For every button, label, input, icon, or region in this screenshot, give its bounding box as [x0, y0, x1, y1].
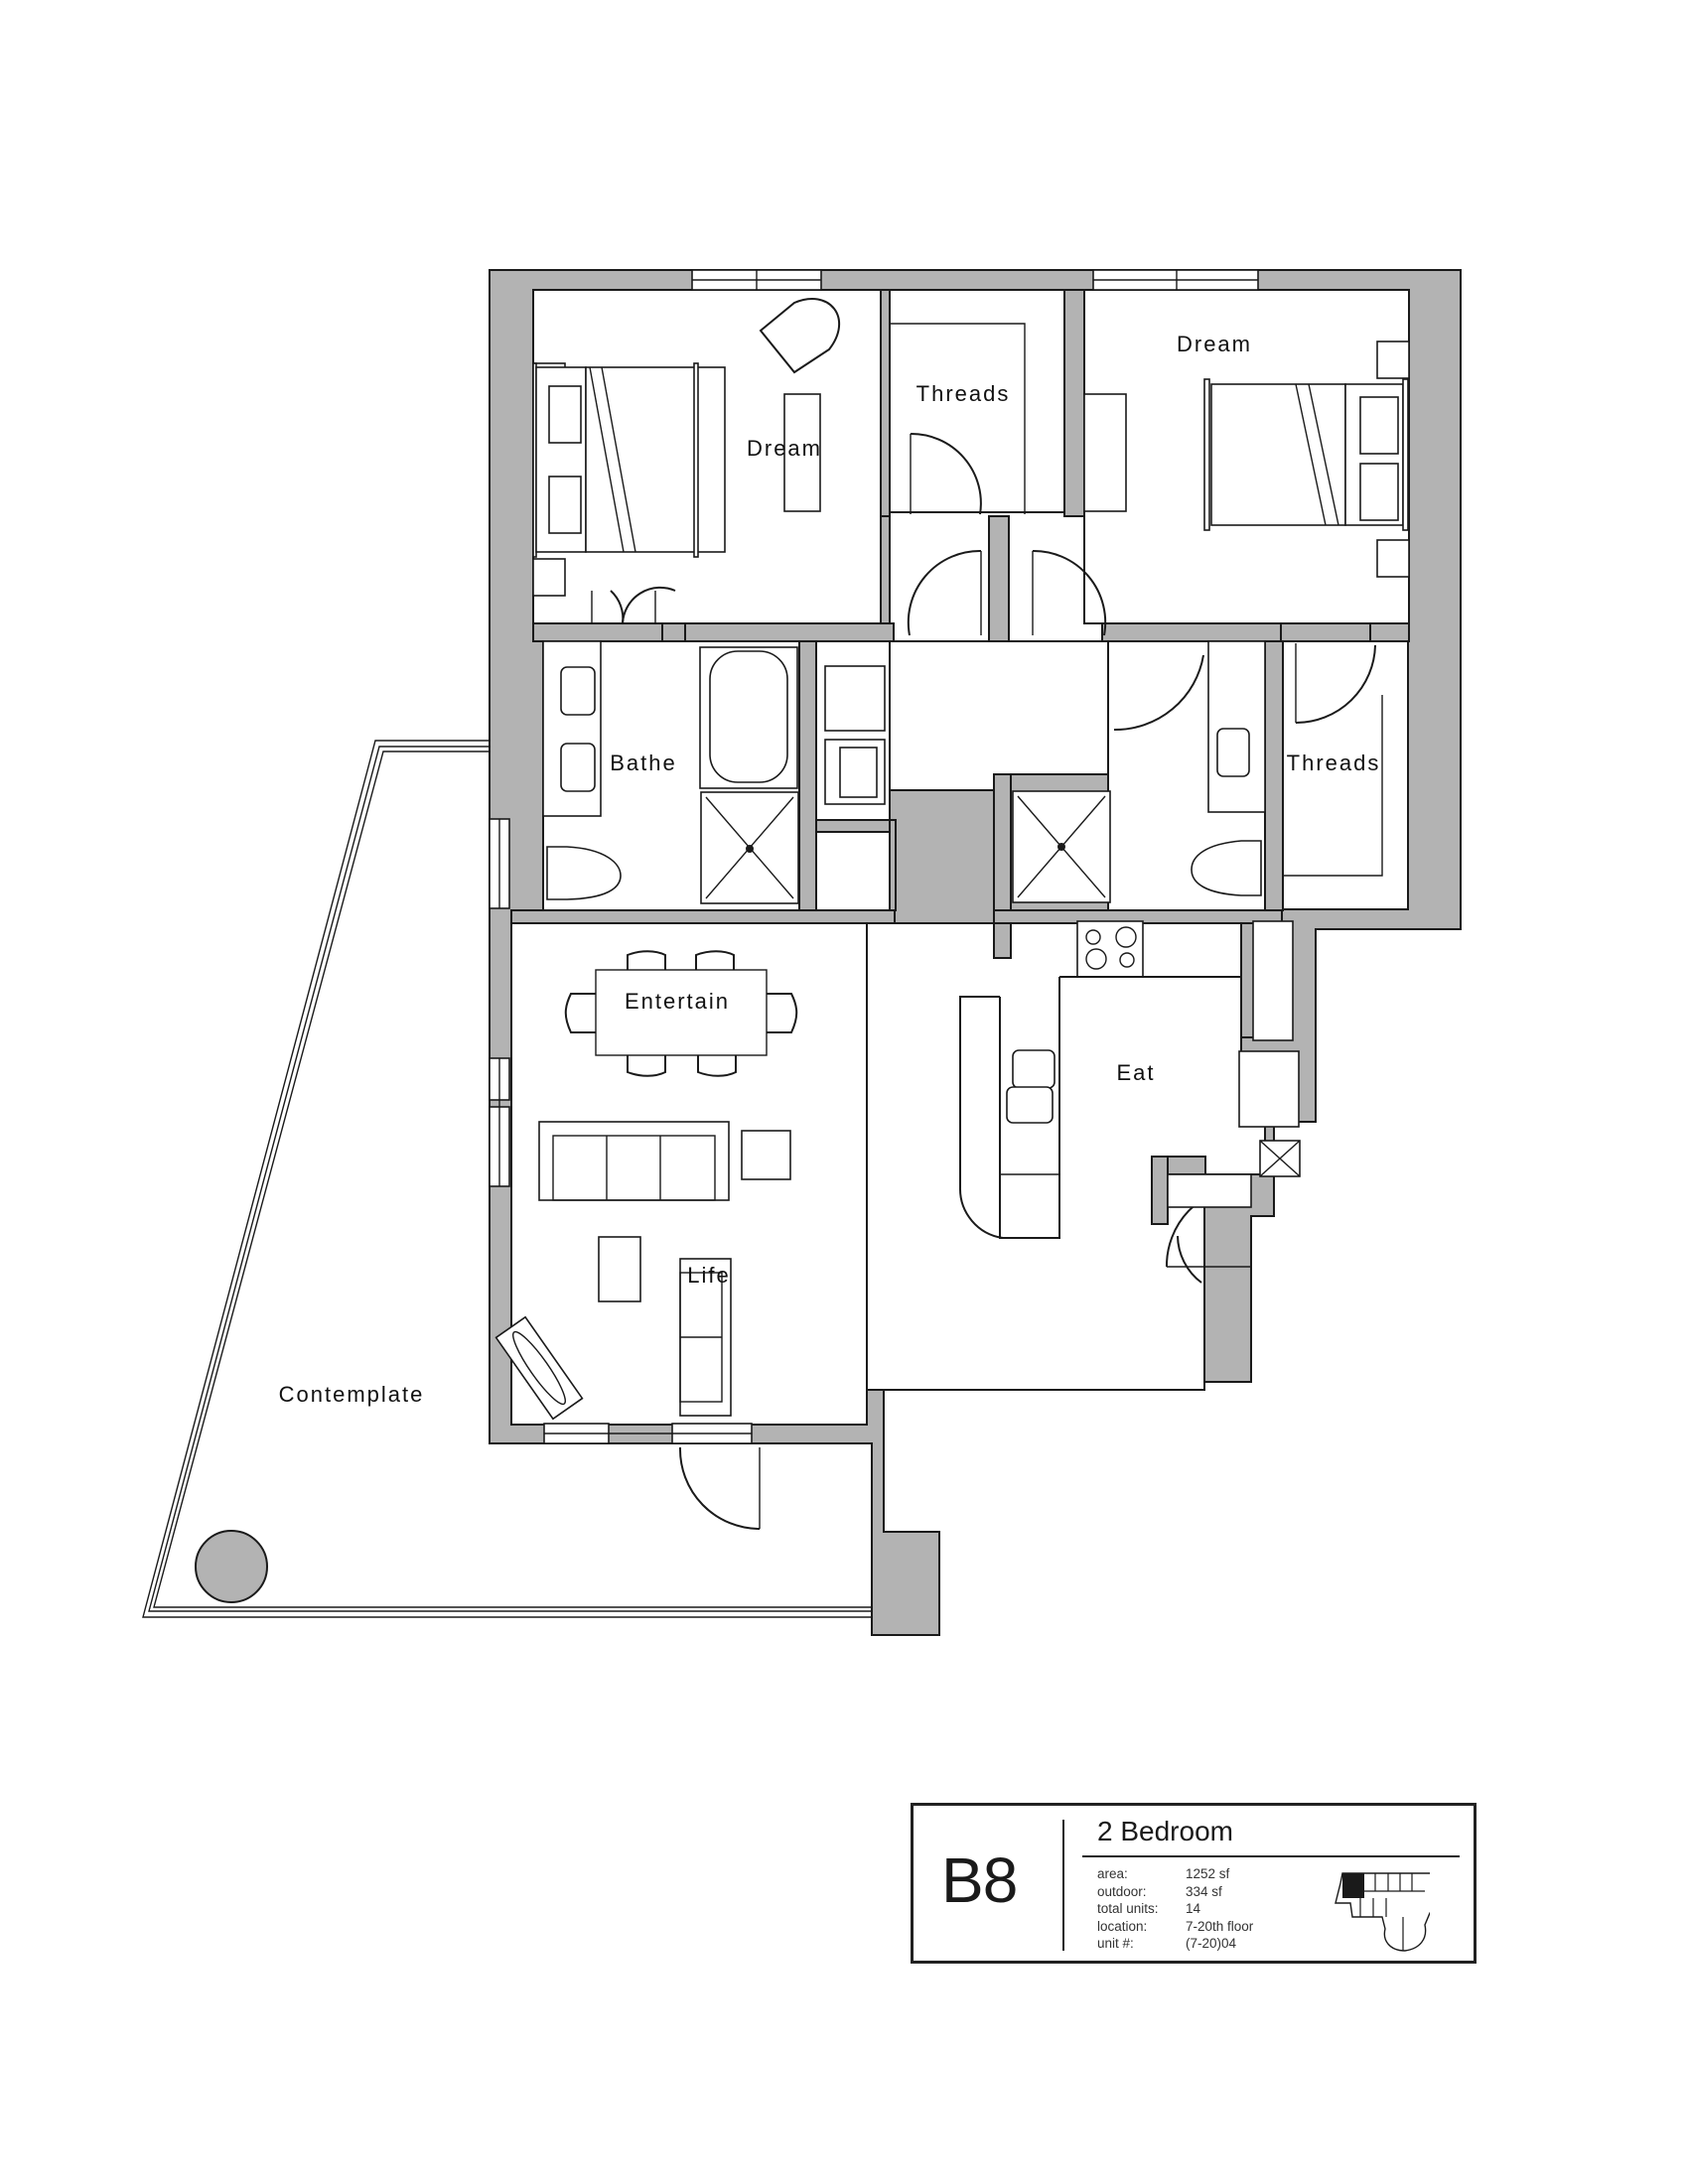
- building-keyplan-icon: [1335, 1872, 1430, 1952]
- spec-row: outdoor: 334 sf: [1097, 1883, 1253, 1901]
- spec-label: total units:: [1097, 1901, 1159, 1916]
- spec-label: location:: [1097, 1918, 1148, 1934]
- bathtub-icon: [699, 646, 798, 789]
- spec-label: outdoor:: [1097, 1883, 1147, 1899]
- mechanical-shaft-icon: [1259, 1140, 1301, 1177]
- terrace-outline: [142, 740, 872, 1618]
- unit-info-box: B8 2 Bedroom area: 1252 sf outdoor: 334 sf…: [911, 1803, 1477, 1964]
- toilet-icon: [546, 846, 622, 900]
- room-label: Entertain: [625, 989, 730, 1014]
- spec-label: unit #:: [1097, 1936, 1134, 1951]
- vanity-icon-2: [1207, 640, 1266, 813]
- sofa-icon: [538, 1121, 730, 1201]
- toilet-icon-2: [1191, 840, 1262, 896]
- closet-shelf: [890, 323, 1026, 514]
- pantry-closet: [1252, 920, 1294, 1041]
- bed-icon-2: [1203, 341, 1410, 578]
- room-label: Bathe: [610, 751, 677, 775]
- room-label: Eat: [1116, 1060, 1155, 1085]
- spec-row: location: 7-20th floor: [1097, 1918, 1253, 1936]
- dresser-icon: [783, 393, 821, 512]
- room-label: Contemplate: [279, 1382, 425, 1407]
- dresser-icon-2: [1083, 393, 1127, 512]
- side-table-icon: [741, 1130, 791, 1180]
- spec-value: 334 sf: [1186, 1883, 1222, 1899]
- room-label: Threads: [916, 381, 1011, 406]
- unit-specs: area: 1252 sf outdoor: 334 sf total units:…: [1097, 1865, 1253, 1953]
- refrigerator-icon: [1238, 1050, 1300, 1128]
- room-label: Dream: [747, 436, 822, 461]
- cooktop-icon: [1076, 920, 1144, 978]
- sink-icon: [1006, 1049, 1055, 1124]
- room-label: Threads: [1287, 751, 1381, 775]
- spec-value: 1252 sf: [1186, 1866, 1230, 1881]
- windows: [489, 269, 1259, 1444]
- room-label: Dream: [1177, 332, 1252, 356]
- closet-shelf-2: [1283, 695, 1383, 877]
- divider: [1082, 1855, 1460, 1857]
- washer-dryer-icon: [824, 665, 886, 805]
- sink-icon-2: [1216, 728, 1250, 777]
- doors: [591, 432, 1376, 1530]
- loveseat-icon: [679, 1258, 732, 1417]
- room-label: Life: [687, 1263, 730, 1288]
- kitchen-counter: [958, 976, 1241, 1239]
- spec-value: 14: [1186, 1901, 1201, 1916]
- spec-value: 7-20th floor: [1186, 1918, 1254, 1934]
- room-labels: Dream Threads Dream Bathe Threads Entert…: [279, 332, 1381, 1407]
- unit-code: B8: [941, 1844, 1018, 1916]
- shower-icon-2: [1012, 790, 1111, 903]
- spec-row: unit #: (7-20)04: [1097, 1935, 1253, 1953]
- lounge-chair-icon: [494, 1315, 584, 1421]
- coffee-table-icon: [598, 1236, 641, 1302]
- spec-row: total units: 14: [1097, 1900, 1253, 1918]
- pantry: [1167, 1173, 1252, 1208]
- spec-label: area:: [1097, 1866, 1128, 1881]
- divider: [1062, 1820, 1064, 1951]
- bed-icon: [532, 362, 726, 597]
- column-icon: [195, 1530, 268, 1603]
- vanity-icon: [542, 640, 602, 817]
- spec-value: (7-20)04: [1186, 1936, 1237, 1951]
- dining-table-icon: [564, 950, 798, 1077]
- shower-icon: [700, 791, 799, 904]
- unit-type: 2 Bedroom: [1097, 1816, 1233, 1846]
- spec-row: area: 1252 sf: [1097, 1865, 1253, 1883]
- armchair-icon: [759, 298, 841, 374]
